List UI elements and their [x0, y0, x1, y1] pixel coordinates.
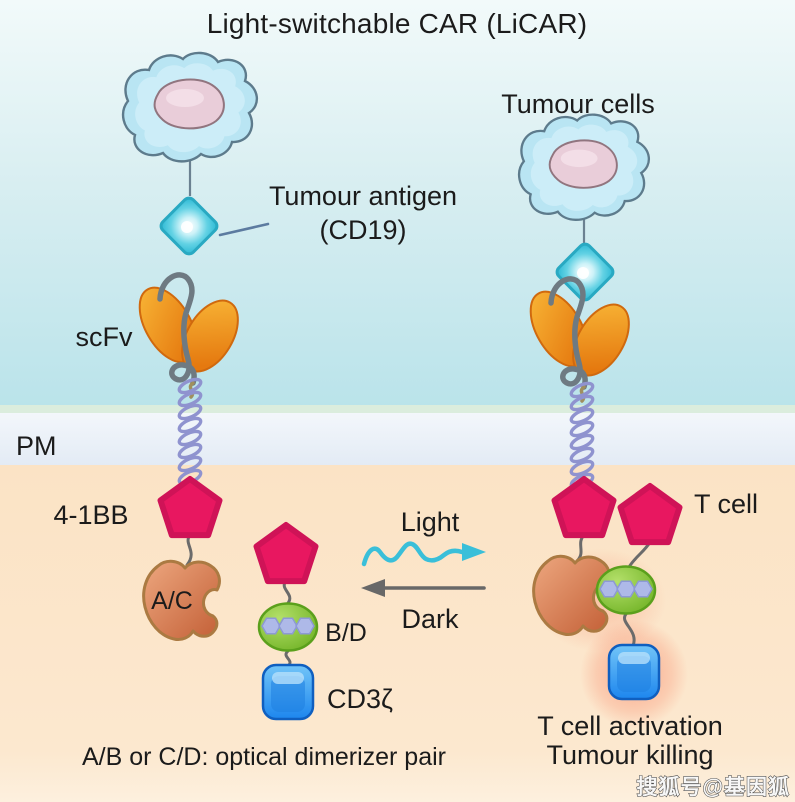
cd3zeta-label: CD3ζ: [327, 684, 393, 714]
cd3zeta-square-icon: [261, 663, 315, 721]
light-label: Light: [401, 507, 460, 537]
transmembrane-helix-icon: [567, 379, 597, 492]
tumour-antigen-label-line1: Tumour antigen: [269, 181, 457, 211]
dimerizer-bd-oval-icon: [259, 604, 317, 651]
dark-label: Dark: [401, 604, 459, 634]
tumour-cells-label: Tumour cells: [501, 89, 655, 119]
dimerizer-caption: A/B or C/D: optical dimerizer pair: [82, 743, 446, 771]
extracellular-region: [0, 0, 795, 413]
t-cell-activation-label: T cell activation: [537, 711, 723, 741]
plasma-membrane-band: [0, 413, 795, 465]
t-cell-label: T cell: [694, 489, 758, 519]
ac-label: A/C: [151, 587, 193, 615]
tumour-antigen-label-line2: (CD19): [319, 215, 406, 245]
diagram-title: Light-switchable CAR (LiCAR): [207, 8, 588, 39]
tumour-killing-label: Tumour killing: [546, 740, 713, 770]
scfv-label: scFv: [76, 322, 133, 352]
transmembrane-helix-icon: [175, 375, 205, 488]
membrane-top-edge: [0, 405, 795, 414]
connector-squiggle: [623, 612, 636, 648]
bd-label: B/D: [325, 619, 367, 647]
light-wave-arrow-icon: [361, 541, 486, 567]
antigen-pointer-line: [218, 222, 270, 237]
cd3zeta-square-icon: [607, 643, 661, 701]
dimerizer-bd-oval-icon: [597, 567, 655, 614]
4-1bb-label: 4-1BB: [53, 500, 128, 530]
pm-label: PM: [16, 431, 57, 461]
dark-arrow-icon: [361, 579, 486, 597]
watermark: 搜狐号@基因狐: [637, 775, 790, 799]
